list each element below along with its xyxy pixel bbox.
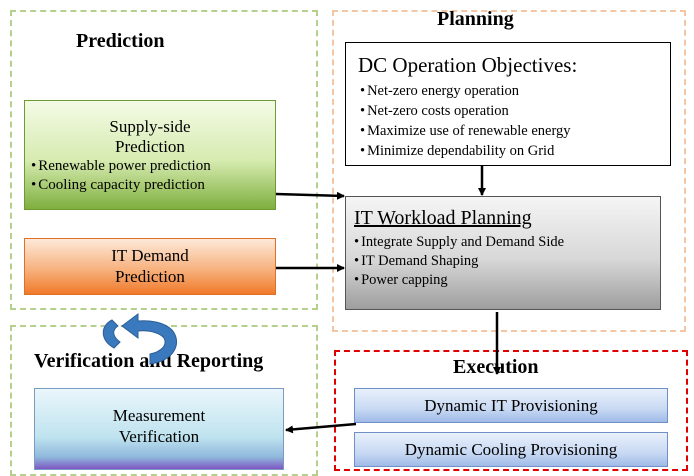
arrow-execution-to-measurement bbox=[285, 422, 357, 434]
planning-heading: Planning bbox=[437, 8, 514, 30]
execution-region bbox=[334, 350, 688, 471]
bullet-item: Power capping bbox=[354, 271, 660, 290]
prediction-heading: Prediction bbox=[76, 30, 165, 52]
planning-region bbox=[332, 10, 686, 332]
bullet-item: Cooling capacity prediction bbox=[31, 176, 275, 195]
dynamic-it-provisioning-box: Dynamic IT Provisioning bbox=[354, 388, 668, 423]
it-workload-planning-box: IT Workload Planning Integrate Supply an… bbox=[345, 196, 661, 310]
bullet-item: Minimize dependability on Grid bbox=[360, 141, 670, 161]
bullet-item: Net-zero energy operation bbox=[360, 81, 670, 101]
bullet-item: Net-zero costs operation bbox=[360, 101, 670, 121]
dc-objectives-bullets: Net-zero energy operation Net-zero costs… bbox=[360, 81, 670, 161]
dc-objectives-title: DC Operation Objectives: bbox=[358, 53, 578, 77]
bullet-item: Renewable power prediction bbox=[31, 157, 275, 176]
it-workload-bullets: Integrate Supply and Demand Side IT Dema… bbox=[354, 233, 660, 290]
supply-side-title: Supply-side Prediction bbox=[109, 117, 191, 156]
arrow-supply-to-workload bbox=[275, 191, 345, 200]
supply-side-bullets: Renewable power prediction Cooling capac… bbox=[31, 157, 275, 195]
measurement-verification-box: Measurement Verification bbox=[34, 388, 284, 470]
bullet-item: Maximize use of renewable energy bbox=[360, 121, 670, 141]
it-demand-prediction-box: IT Demand Prediction bbox=[24, 238, 276, 295]
verification-heading: Verification and Reporting bbox=[34, 350, 264, 372]
dynamic-cooling-provisioning-box: Dynamic Cooling Provisioning bbox=[354, 432, 668, 467]
bullet-item: IT Demand Shaping bbox=[354, 252, 660, 271]
circular-arrow-icon bbox=[102, 313, 177, 365]
supply-side-prediction-box: Supply-side Prediction Renewable power p… bbox=[24, 100, 276, 210]
bullet-item: Integrate Supply and Demand Side bbox=[354, 233, 660, 252]
prediction-region bbox=[10, 10, 318, 310]
it-workload-title: IT Workload Planning bbox=[354, 207, 532, 229]
dc-objectives-box: DC Operation Objectives: Net-zero energy… bbox=[345, 42, 671, 166]
